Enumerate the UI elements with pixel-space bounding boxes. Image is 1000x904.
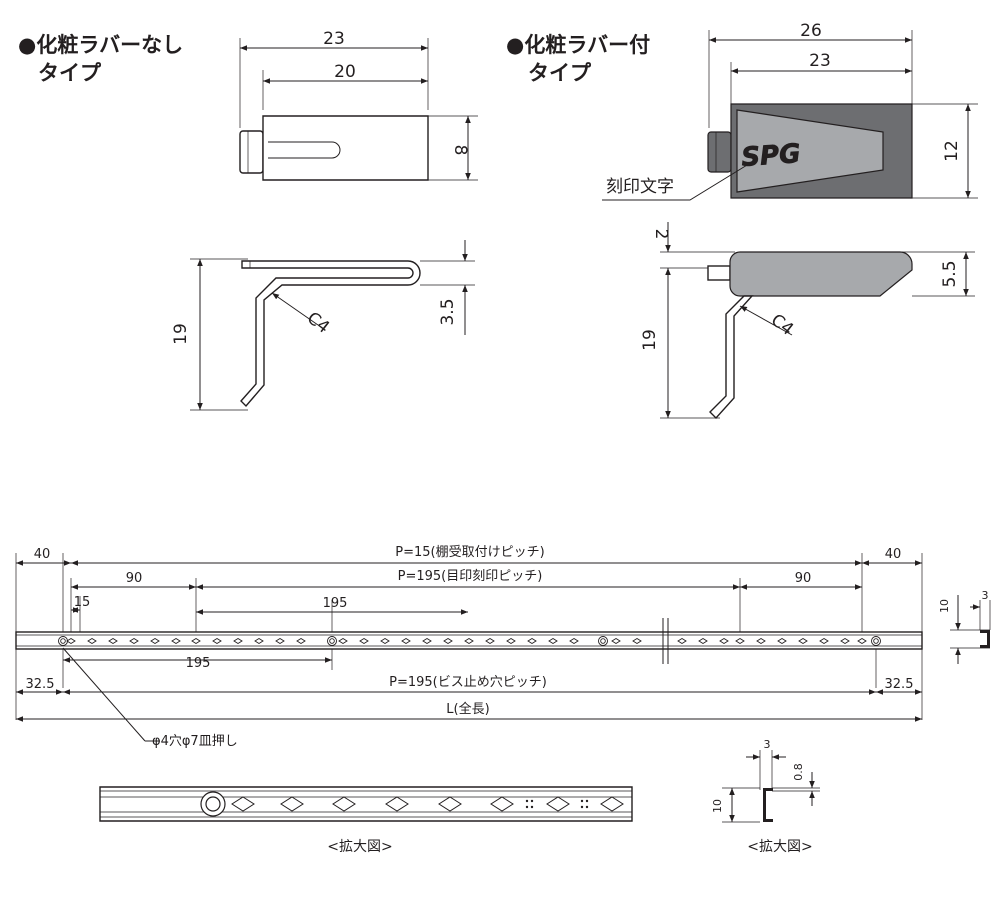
spg-logo: SPG bbox=[740, 139, 801, 173]
left-type-section: ●化粧ラバーなし タイプ 23 20 8 19 bbox=[18, 29, 478, 411]
rail-dim-40-left: 40 bbox=[34, 547, 51, 562]
enlarged-rail-view: <拡大図> bbox=[99, 786, 633, 855]
rail-dim-32-5-right: 32.5 bbox=[885, 677, 914, 692]
right-top-inner-dim: 23 bbox=[809, 51, 831, 71]
rail-dim-40-right: 40 bbox=[885, 547, 902, 562]
rail-pitch-195-screw: P=195(ビス止め穴ピッチ) bbox=[389, 675, 547, 690]
rail-dim-90-right: 90 bbox=[795, 571, 812, 586]
rail-total-length: L(全長) bbox=[446, 701, 489, 717]
left-top-outer-dim: 23 bbox=[323, 29, 345, 49]
right-side-height-dim: 19 bbox=[640, 329, 660, 351]
left-side-gap-dim: 3.5 bbox=[438, 298, 458, 325]
enlarged-section-caption: <拡大図> bbox=[747, 839, 812, 855]
rail-section-height: 10 bbox=[938, 599, 951, 613]
left-type-heading-line2: タイプ bbox=[38, 61, 102, 85]
section-height-dim: 10 bbox=[711, 799, 724, 813]
left-side-height-dim: 19 bbox=[171, 323, 191, 345]
right-type-section: ●化粧ラバー付 タイプ 26 23 SPG 12 刻印文字 bbox=[506, 21, 978, 420]
rail-dim-32-5-left: 32.5 bbox=[26, 677, 55, 692]
right-type-heading-line2: タイプ bbox=[528, 61, 592, 85]
left-right-height-dim: 8 bbox=[450, 145, 470, 156]
rail-elevation: 40 P=15(棚受取付けピッチ) 40 90 P=195(目印刻印ピッチ) 9… bbox=[15, 545, 991, 749]
right-top-outer-dim: 26 bbox=[800, 21, 822, 41]
left-type-heading-line1: ●化粧ラバーなし bbox=[18, 33, 183, 57]
right-top-gap-dim: 2 bbox=[651, 229, 671, 240]
rail-dim-195-lower: 195 bbox=[186, 656, 211, 671]
engraving-label: 刻印文字 bbox=[606, 177, 674, 197]
left-top-view: 23 20 8 bbox=[239, 29, 478, 181]
rail-dim-15: 15 bbox=[74, 595, 91, 610]
rail-hole-label: φ4穴φ7皿押し bbox=[152, 734, 238, 749]
right-side-view: 2 19 5.5 C4 bbox=[640, 222, 975, 420]
rail-hole-pattern bbox=[58, 636, 881, 646]
left-chamfer-label: C4 bbox=[303, 308, 333, 338]
enlarged-rail-caption: <拡大図> bbox=[327, 839, 392, 855]
left-top-inner-dim: 20 bbox=[334, 62, 356, 82]
rail-dim-90-left: 90 bbox=[126, 571, 143, 586]
right-right-height-dim: 12 bbox=[942, 140, 962, 162]
enlarged-section-view: 3 0.8 10 <拡大図> bbox=[711, 738, 820, 855]
section-thickness-dim: 0.8 bbox=[792, 763, 805, 781]
rail-small-section: 10 3 bbox=[938, 589, 991, 664]
rail-pitch-195-mark: P=195(目印刻印ピッチ) bbox=[398, 569, 543, 584]
right-chamfer-label: C4 bbox=[767, 310, 797, 340]
right-top-view: 26 23 SPG 12 刻印文字 bbox=[602, 21, 978, 201]
section-width-dim: 3 bbox=[764, 738, 771, 751]
rail-pitch-15: P=15(棚受取付けピッチ) bbox=[395, 545, 544, 560]
left-side-view: 19 3.5 C4 bbox=[171, 240, 475, 411]
rail-section-width: 3 bbox=[982, 589, 989, 602]
rail-dim-195-upper: 195 bbox=[323, 596, 348, 611]
right-side-right-dim: 5.5 bbox=[940, 260, 960, 287]
right-type-heading-line1: ●化粧ラバー付 bbox=[506, 33, 650, 57]
